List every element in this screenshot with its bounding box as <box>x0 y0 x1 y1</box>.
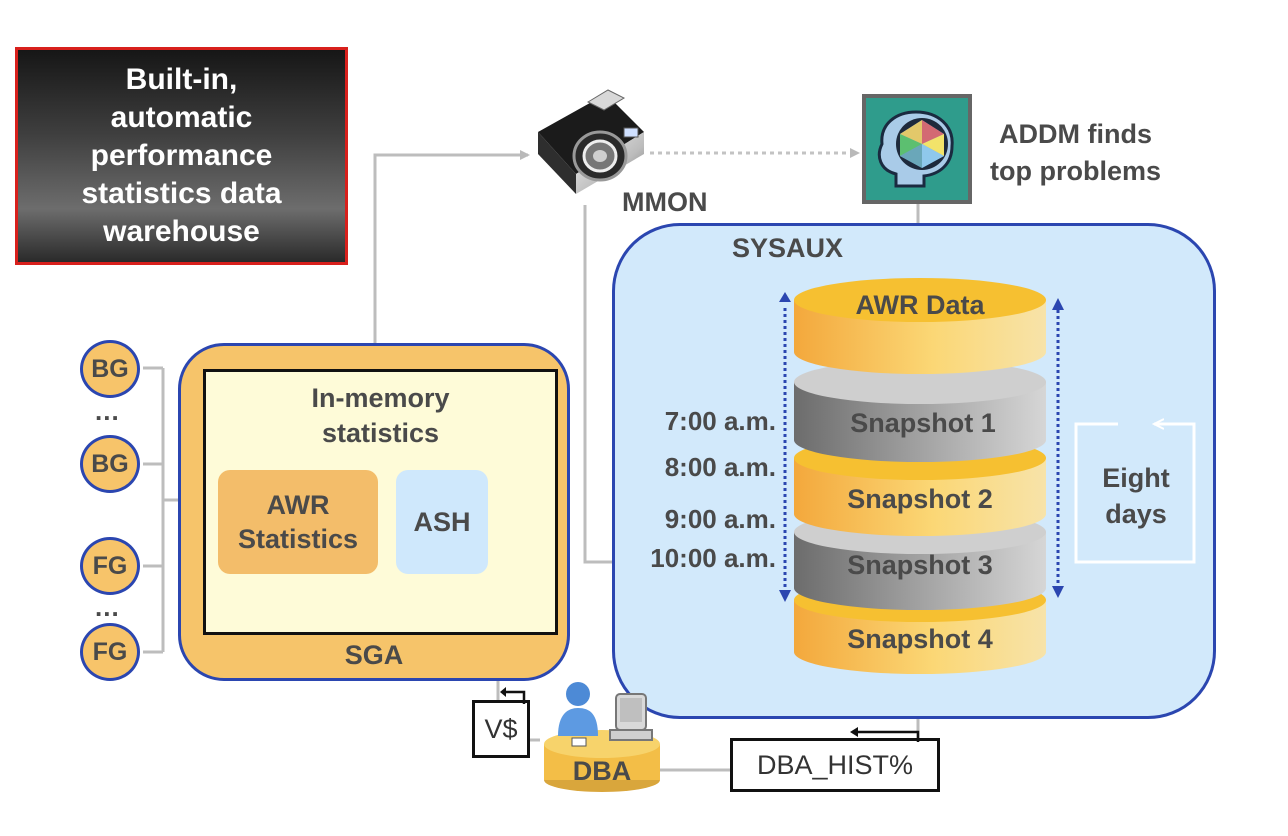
snapshot-1-label: Snapshot 1 <box>850 408 996 438</box>
title-box: Built-in, automatic performance statisti… <box>15 47 348 265</box>
bg-process-circle: BG <box>80 435 140 493</box>
time-label-7am: 7:00 a.m. <box>664 406 776 436</box>
fg-label: FG <box>92 637 128 666</box>
time-label-10am: 10:00 a.m. <box>650 543 776 573</box>
awr-data-disk <box>794 278 1046 374</box>
retention-line: days <box>1105 499 1167 529</box>
ellipsis: ... <box>95 592 120 622</box>
retention-label: Eight days <box>1076 460 1196 532</box>
inmemory-line: In-memory <box>311 383 450 413</box>
time-label-9am: 9:00 a.m. <box>664 504 776 534</box>
awr-repository-stack <box>794 278 1046 674</box>
bg-process-circle: BG <box>80 340 140 398</box>
vdollar-view-box: V$ <box>472 700 530 758</box>
dba-hist-view-box: DBA_HIST% <box>730 738 940 792</box>
retention-loop-icon <box>1074 418 1196 564</box>
addm-line: top problems <box>990 156 1162 186</box>
snapshot-4-label: Snapshot 4 <box>847 624 993 654</box>
dba-hist-label: DBA_HIST% <box>756 749 914 780</box>
mmon-label: MMON <box>622 187 708 217</box>
fg-label: FG <box>92 551 128 580</box>
awr-statistics-line: AWR <box>266 490 330 520</box>
camera-icon <box>538 89 644 194</box>
ash-label: ASH <box>413 506 471 537</box>
title-line: warehouse <box>103 215 260 248</box>
addm-line: ADDM finds <box>999 119 1152 149</box>
dba-user-icon <box>544 682 660 792</box>
inmemory-line: statistics <box>321 418 440 448</box>
title-line: automatic <box>110 101 253 134</box>
awr-statistics-box: AWR Statistics <box>218 470 378 574</box>
time-label-8am: 8:00 a.m. <box>664 452 776 482</box>
snapshot-2-label: Snapshot 2 <box>847 484 993 514</box>
addm-label: ADDM finds top problems <box>990 116 1161 190</box>
awr-statistics-line: Statistics <box>237 524 359 554</box>
vdollar-label: V$ <box>484 713 518 744</box>
bg-label: BG <box>91 449 129 478</box>
ellipsis: ... <box>95 396 120 426</box>
title-line: statistics data <box>81 177 282 210</box>
sga-label: SGA <box>344 640 404 670</box>
dba-hist-arrow-icon <box>850 727 920 742</box>
inmemory-label: In-memory statistics <box>203 381 558 451</box>
sysaux-label: SYSAUX <box>732 233 844 263</box>
inmemory-to-mmon-line <box>373 150 530 371</box>
fg-process-circle: FG <box>80 623 140 681</box>
addm-brain-icon <box>862 94 972 204</box>
bg-label: BG <box>91 354 129 383</box>
title-line: performance <box>90 139 273 172</box>
ash-box: ASH <box>396 470 488 574</box>
dba-label: DBA <box>572 756 632 786</box>
snapshot-3-label: Snapshot 3 <box>847 550 993 580</box>
vdollar-arrow-icon <box>500 687 526 704</box>
retention-line: Eight <box>1102 463 1170 493</box>
fg-process-circle: FG <box>80 537 140 595</box>
title-line: Built-in, <box>125 63 238 96</box>
awr-data-label: AWR Data <box>855 290 985 320</box>
